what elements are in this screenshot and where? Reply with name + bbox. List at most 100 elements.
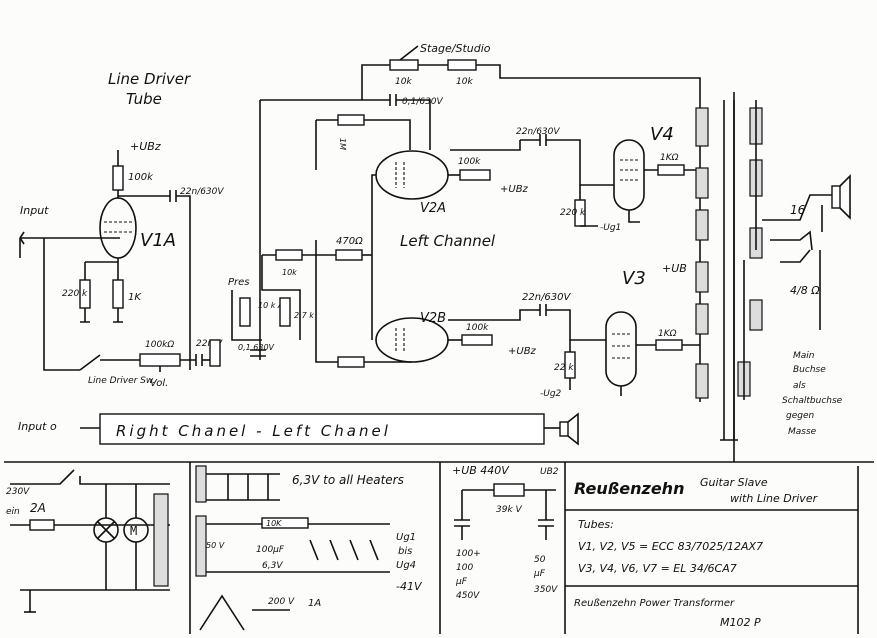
r-6v-label: 6,3V	[262, 561, 283, 571]
r-v2b-grid	[337, 356, 365, 368]
title-block: Reußenzehn Guitar Slave with Line Driver…	[565, 466, 859, 634]
ub440-label: +UB 440V	[452, 464, 510, 477]
c50-3: 350V	[534, 585, 558, 595]
right-channel-box	[99, 413, 545, 445]
title-tube: Tube	[126, 90, 162, 108]
v4-stage: V4 1KΩ 220 k -Ug1	[560, 124, 700, 233]
r-10k-bias-label: 10K	[266, 519, 282, 528]
c100-4: 450V	[456, 591, 480, 601]
label-v2b: V2B	[420, 311, 446, 326]
heater-cap-label: 100µF	[256, 545, 285, 555]
v2a-stage: 1M V2A 100k +UBz 22n/630V	[315, 114, 614, 255]
r-470-label: 470Ω	[336, 236, 363, 247]
v2b-stage: V2B 100k +UBz 22n/630V	[315, 240, 606, 368]
pot-100k-label: 100kΩ	[145, 340, 174, 350]
v1a-stage: Input V1A 100k +UBz 22n/630V 220 k 1K	[19, 140, 224, 370]
title-line-driver: Line Driver	[108, 70, 191, 88]
v-230-label: 230V	[6, 487, 30, 497]
label-v2a: V2A	[420, 201, 446, 216]
c-01-pres-label: 0,1 630V	[238, 343, 275, 352]
c100-3: µF	[455, 577, 468, 587]
r-10k-bias	[261, 517, 309, 529]
ub2-label: UB2	[540, 467, 559, 477]
hv-supply-section: +UB 440V UB2 39k V 100+ 100 µF 450V 50 µ…	[452, 464, 559, 601]
tube-v1a	[99, 197, 137, 259]
motor-symbol: M	[130, 524, 137, 538]
main-buchse-label-5: gegen	[786, 411, 815, 421]
c-01-630-label: 0,1/630V	[402, 97, 444, 107]
c-22n-top-label: 22n/630V	[516, 127, 560, 137]
label-v3: V3	[622, 268, 646, 289]
speaker-48-label: 4/8 Ω	[790, 284, 820, 297]
r-39k	[493, 483, 525, 497]
r-100k-v2b	[461, 334, 493, 346]
stage-studio-switch: Stage/Studio 10k 10k 0,1/630V	[259, 42, 701, 360]
ug-bis-2: bis	[398, 546, 412, 557]
r-v2a-grid-label: 1M	[338, 138, 347, 150]
main-buchse-label-3: als	[793, 381, 806, 391]
transformer-primary	[153, 493, 169, 587]
mains-section: 230V ein 2A M	[6, 469, 170, 613]
r-220k-label: 220 k	[62, 289, 88, 299]
ug-voltage-label: -41V	[396, 580, 423, 593]
input-bottom-label: Input o	[18, 420, 57, 433]
r-100k-v1	[112, 165, 124, 191]
title-subtitle-2: with Line Driver	[730, 492, 819, 505]
pres-label: Pres	[228, 277, 250, 288]
r-stage-10k-b-label: 10k	[456, 77, 473, 87]
ug-bis-1: Ug1	[396, 532, 416, 543]
presence-network: Pres 10 k A 2,7 k 0,1 630V 10k 470Ω	[228, 236, 372, 357]
left-channel-label: Left Channel	[400, 232, 496, 250]
ubz-v1-label: +UBz	[130, 140, 161, 153]
r-1k-v4	[657, 164, 685, 176]
c100-2: 100	[456, 563, 473, 573]
r-27k-label: 2,7 k	[294, 311, 314, 320]
r-stage-10k-b	[447, 59, 477, 71]
line-driver-switch-label: Line Driver Sw.	[88, 376, 156, 386]
heaters-label: 6,3V to all Heaters	[292, 473, 404, 487]
r-grid-in	[209, 339, 221, 367]
title-name: Reußenzehn	[574, 479, 684, 498]
r-10k-left-label: 10k	[282, 268, 297, 277]
bottom-1a-label: 1A	[308, 598, 321, 609]
ub-plus-label: +UB	[662, 262, 687, 275]
ug-bis-3: Ug4	[396, 560, 416, 571]
pot-volume	[139, 353, 181, 367]
right-channel-label: Right Chanel - Left Chanel	[116, 422, 391, 440]
transformer-line-1: Reußenzehn Power Transformer	[574, 598, 735, 609]
c100-1: 100+	[456, 549, 481, 559]
label-v1a: V1A	[140, 230, 176, 251]
r-1k	[112, 279, 124, 309]
r-39k-label: 39k V	[496, 505, 523, 515]
r-100k-v1-label: 100k	[128, 172, 154, 183]
volume-stage: Line Driver Sw. 100kΩ Vol. 22n V	[43, 238, 223, 389]
main-buchse-label-4: Schaltbuchse	[782, 396, 843, 406]
r-100k-v2a	[459, 169, 491, 181]
title-subtitle-1: Guitar Slave	[700, 476, 768, 489]
r-v2a-grid	[337, 114, 365, 126]
r-1k-v3-label: 1KΩ	[658, 329, 677, 339]
pres-pot	[239, 297, 251, 327]
tubes-heading: Tubes:	[578, 518, 614, 531]
c50-2: µF	[533, 569, 546, 579]
r-27k	[279, 297, 291, 327]
tubes-line-1: V1, V2, V5 = ECC 83/7025/12AX7	[578, 540, 763, 553]
ein-label: ein	[6, 507, 20, 517]
r-1k-v3	[655, 339, 683, 351]
right-channel-row: Input o Right Chanel - Left Chanel	[18, 412, 579, 446]
r-1k-label: 1K	[128, 292, 142, 303]
transformer-line-2: M102 P	[720, 616, 761, 629]
fuse-label: 2A	[30, 501, 46, 515]
ubz-v2b-label: +UBz	[508, 346, 537, 357]
main-buchse-label-2: Buchse	[793, 365, 826, 375]
output-transformer	[695, 100, 763, 441]
v-50-label: 50 V	[206, 541, 225, 550]
r-1k-v4-label: 1KΩ	[660, 153, 679, 163]
tube-v3	[605, 311, 637, 387]
label-v4: V4	[650, 124, 674, 145]
r-stage-10k-a-label: 10k	[395, 77, 412, 87]
r-470	[335, 249, 363, 261]
fuse-icon	[29, 519, 55, 531]
pres-10k-label: 10 k A	[258, 301, 283, 310]
